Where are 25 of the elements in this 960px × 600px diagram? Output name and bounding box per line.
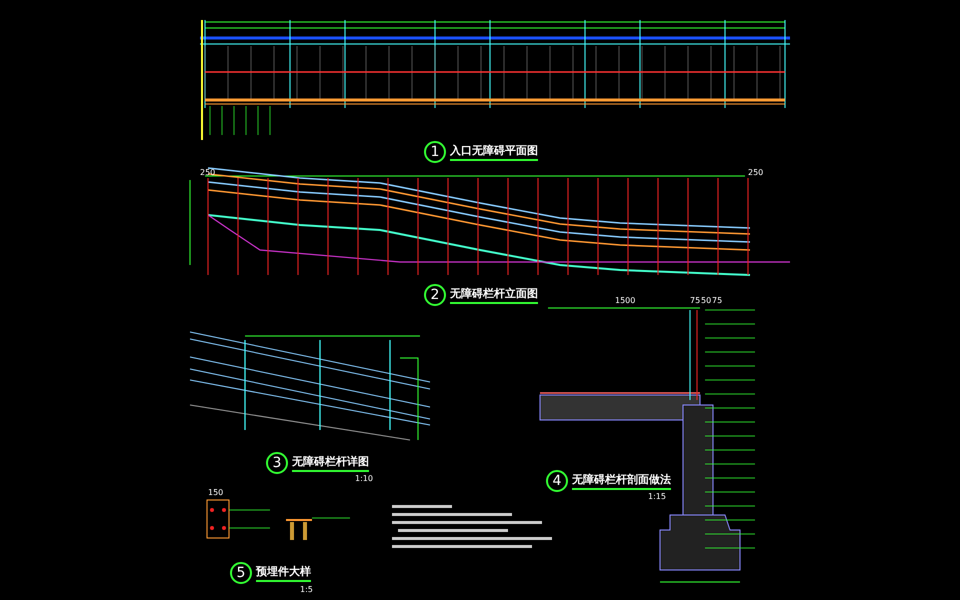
dimension-text: 1500 — [615, 296, 636, 305]
detail-number-circle — [266, 452, 288, 474]
detail-number: 4 — [552, 473, 562, 489]
dimension-text: 75 — [690, 296, 700, 305]
detail-number-circle — [424, 141, 446, 163]
detail-number: 1 — [430, 144, 440, 160]
dimension-text: 250 — [748, 168, 764, 177]
detail-number-circle — [230, 562, 252, 584]
drawing-title: 无障碍栏杆立面图 — [450, 286, 538, 304]
dimension-text: 75 — [712, 296, 722, 305]
scale-label: 1:15 — [648, 492, 666, 501]
scale-label: 1:5 — [300, 585, 313, 594]
detail-number: 3 — [272, 455, 282, 471]
detail-number: 5 — [236, 565, 246, 581]
detail-number-circle — [546, 470, 568, 492]
detail-number-circle — [424, 284, 446, 306]
drawing-title: 无障碍栏杆详图 — [292, 454, 369, 472]
scale-label: 1:10 — [355, 474, 373, 483]
drawing-title: 预埋件大样 — [256, 564, 311, 582]
drawing-title: 入口无障碍平面图 — [450, 143, 538, 161]
detail-number: 2 — [430, 287, 440, 303]
dimension-text: 50 — [701, 296, 712, 305]
dimension-text: 150 — [208, 488, 224, 497]
dimension-text: 250 — [200, 168, 216, 177]
drawing-title: 无障碍栏杆剖面做法 — [572, 472, 671, 490]
